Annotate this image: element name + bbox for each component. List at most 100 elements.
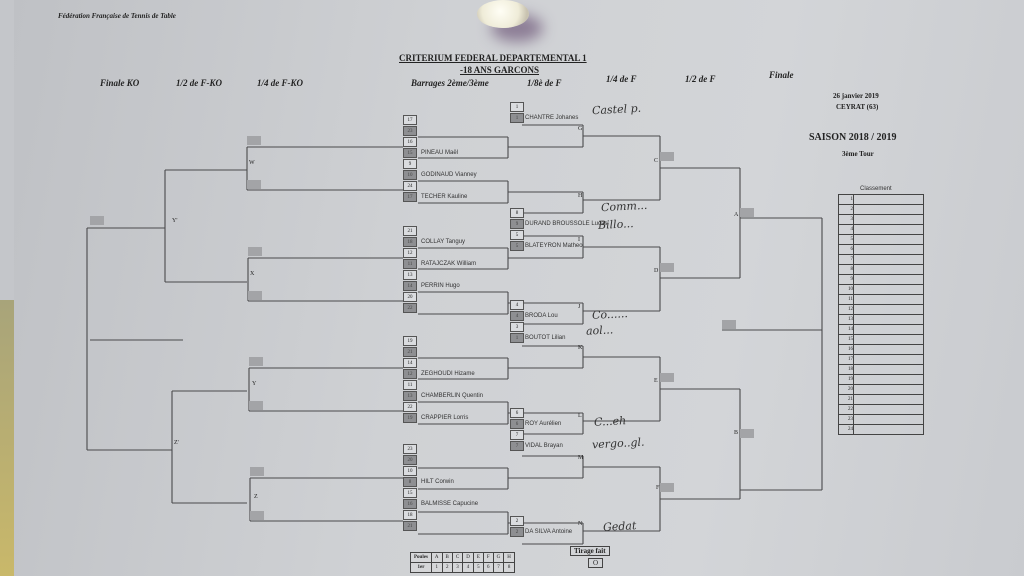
classement-row: 10 [838, 284, 924, 295]
seed-number: 8 [403, 477, 417, 487]
seed-number: 15 [403, 148, 417, 158]
rank-name-cell [853, 414, 924, 425]
poules-cell: 6 [482, 562, 494, 573]
rank-name-cell [853, 314, 924, 325]
round-header: Barrages 2ème/3ème [411, 78, 489, 88]
match-letter: Y [252, 381, 257, 387]
wall-edge [0, 300, 14, 576]
seed-number: 4 [510, 300, 524, 310]
classement-row: 16 [838, 344, 924, 355]
poules-cell: 5 [472, 562, 484, 573]
seed-number: 21 [403, 226, 417, 236]
rank-number: 12 [838, 304, 854, 315]
event-date: 26 janvier 2019 [833, 92, 879, 100]
seed-number: 2 [510, 527, 524, 537]
poules-cell: E [472, 552, 484, 563]
poules-cell: F [482, 552, 494, 563]
poules-cell: H [503, 552, 515, 563]
poules-cell: 1 [430, 562, 443, 573]
seed-number: 21 [403, 521, 417, 531]
score-cell [250, 467, 264, 476]
rank-name-cell [853, 264, 924, 275]
player-name: VIDAL Brayan [525, 443, 563, 449]
classement-row: 19 [838, 374, 924, 385]
player-name: CRAPPIER Lorris [421, 415, 469, 421]
rank-number: 13 [838, 314, 854, 325]
seed-number: 12 [403, 369, 417, 379]
match-letter: W [249, 160, 255, 166]
seed-number: 9 [403, 159, 417, 169]
rank-name-cell [853, 234, 924, 245]
player-name: COLLAY Tanguy [421, 239, 466, 245]
rank-number: 22 [838, 404, 854, 415]
seed-number: 22 [403, 402, 417, 412]
classement-row: 7 [838, 254, 924, 265]
rank-number: 2 [838, 204, 854, 215]
score-cell [247, 136, 261, 145]
score-cell [722, 320, 736, 329]
seed-number: 17 [403, 192, 417, 202]
poules-cell: C [451, 552, 464, 563]
classement-row: 21 [838, 394, 924, 405]
round-header: 1/4 de F [606, 74, 637, 84]
handwritten-note: Gedat [602, 519, 637, 534]
rank-number: 5 [838, 234, 854, 245]
classement-row: 13 [838, 314, 924, 325]
classement-row: 5 [838, 234, 924, 245]
handwritten-note: Comm... [600, 198, 648, 215]
poules-cell: G [492, 552, 505, 563]
seed-number: 11 [403, 259, 417, 269]
classement-row: 17 [838, 354, 924, 365]
tirage-value: O [588, 558, 604, 568]
classement-row: 18 [838, 364, 924, 375]
player-name: BALMISSE Capucine [421, 501, 479, 507]
rank-number: 23 [838, 414, 854, 425]
classement-row: 11 [838, 294, 924, 305]
seed-number: 16 [403, 499, 417, 509]
match-letter: A [734, 212, 739, 218]
rank-name-cell [853, 324, 924, 335]
seed-number: 20 [403, 292, 417, 302]
tirage-label: Tirage fait [570, 546, 610, 556]
poules-cell: 1er [410, 562, 432, 573]
rank-name-cell [853, 344, 924, 355]
rank-number: 18 [838, 364, 854, 375]
seed-number: 18 [403, 237, 417, 247]
handwritten-note: Co...... [591, 307, 629, 322]
match-letter: C [654, 158, 659, 164]
rank-name-cell [853, 334, 924, 345]
poules-cell: 4 [462, 562, 474, 573]
rank-name-cell [853, 304, 924, 315]
match-letter: I [578, 237, 580, 243]
poules-cell: 3 [451, 562, 464, 573]
match-letter: B [734, 430, 739, 436]
match-letter: K [578, 345, 583, 351]
rank-name-cell [853, 424, 924, 435]
score-cell [740, 208, 754, 217]
seed-number: 6 [510, 419, 524, 429]
score-cell [248, 247, 262, 256]
round-header: Finale [769, 70, 794, 80]
poules-cell: B [441, 552, 453, 563]
rank-name-cell [853, 204, 924, 215]
player-name: TECHER Kauline [421, 194, 468, 200]
seed-number: 14 [403, 358, 417, 368]
handwritten-note: C...eh [593, 414, 627, 429]
player-name: HILT Corwin [421, 479, 454, 485]
classement-row: 8 [838, 264, 924, 275]
seed-number: 3 [510, 322, 524, 332]
seed-number: 23 [403, 126, 417, 136]
rank-number: 11 [838, 294, 854, 305]
rank-name-cell [853, 274, 924, 285]
federation-name: Fédération Française de Tennis de Table [58, 12, 176, 20]
classement-row: 1 [838, 194, 924, 205]
seed-number: 13 [403, 270, 417, 280]
match-letter: L [578, 413, 582, 419]
score-cell [247, 180, 261, 189]
rank-number: 8 [838, 264, 854, 275]
classement-row: 14 [838, 324, 924, 335]
